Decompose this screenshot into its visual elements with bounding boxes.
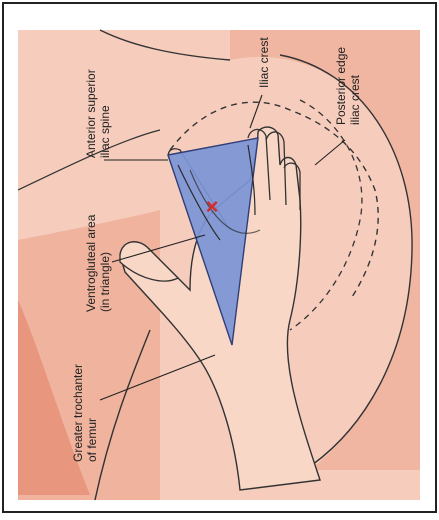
svg-text:Greater trochanter: Greater trochanter	[71, 364, 85, 462]
svg-text:of femur: of femur	[85, 418, 99, 462]
svg-text:Iliac crest: Iliac crest	[257, 37, 271, 88]
svg-text:iliac crest: iliac crest	[348, 74, 362, 125]
svg-text:Ventrogluteal area: Ventrogluteal area	[84, 214, 98, 312]
svg-text:(in triangle): (in triangle)	[98, 252, 112, 312]
svg-text:Anterior superior: Anterior superior	[84, 69, 98, 158]
label-iliac-crest: Iliac crest	[257, 37, 271, 88]
injection-site-marker: ×	[206, 194, 219, 219]
svg-text:iliac spine: iliac spine	[98, 105, 112, 158]
svg-text:Posterior edge: Posterior edge	[334, 47, 348, 125]
